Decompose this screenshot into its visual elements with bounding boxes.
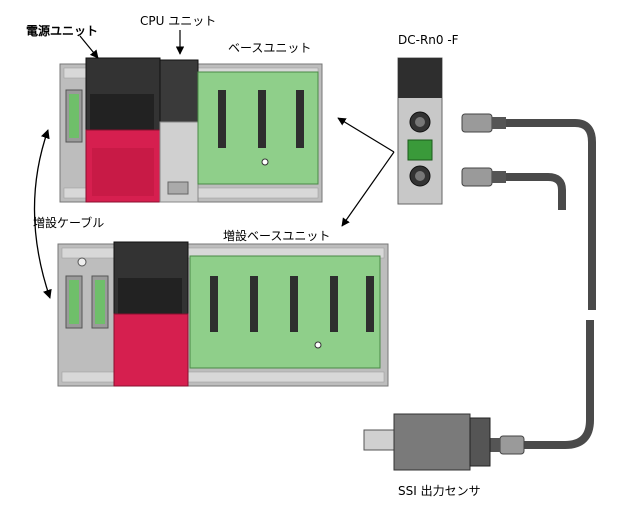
- callout-arrows: [33, 30, 395, 299]
- base-board-top: [197, 71, 319, 185]
- cpu-unit-label: CPU ユニット: [140, 14, 217, 28]
- sensor-cables: [461, 113, 596, 455]
- extension-base-unit-label: 増設ベースユニット: [223, 229, 331, 243]
- module-label: DC-Rn0 -F: [398, 33, 459, 47]
- base-unit-label: ベースユニット: [228, 41, 312, 55]
- power-unit-label: 電源ユニット: [26, 24, 99, 38]
- extension-power-unit: [113, 241, 189, 387]
- dc-rn0-f-module: [397, 57, 443, 205]
- ssi-sensor: [363, 413, 491, 471]
- power-unit: [85, 57, 161, 203]
- cpu-unit: [159, 59, 199, 203]
- ssi-sensor-label: SSI 出力センサ: [398, 484, 481, 498]
- extension-base-board: [189, 255, 381, 369]
